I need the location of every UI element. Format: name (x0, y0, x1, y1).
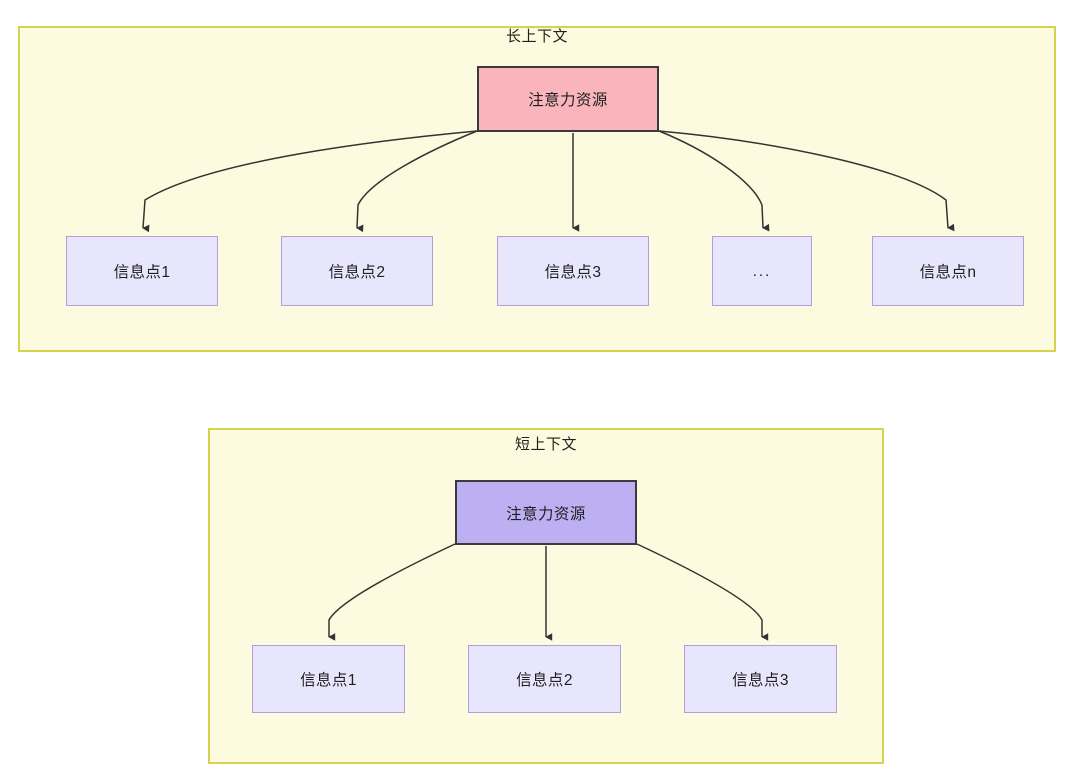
long-context-attention-resource-node[interactable]: 注意力资源 (477, 66, 659, 132)
long-context-info-node-n[interactable]: 信息点n (872, 236, 1024, 306)
short-context-attention-resource-node[interactable]: 注意力资源 (455, 480, 637, 545)
group-short-context-title: 短上下文 (514, 436, 577, 453)
group-long-context-title: 长上下文 (505, 28, 568, 45)
group-short-context[interactable] (208, 428, 884, 764)
long-context-info-node-1[interactable]: 信息点1 (66, 236, 218, 306)
short-context-info-node-1[interactable]: 信息点1 (252, 645, 405, 713)
short-context-info-node-2[interactable]: 信息点2 (468, 645, 621, 713)
long-context-info-node-2[interactable]: 信息点2 (281, 236, 433, 306)
long-context-info-node-3[interactable]: 信息点3 (497, 236, 649, 306)
short-context-info-node-3[interactable]: 信息点3 (684, 645, 837, 713)
long-context-info-node-ellipsis[interactable]: ... (712, 236, 812, 306)
